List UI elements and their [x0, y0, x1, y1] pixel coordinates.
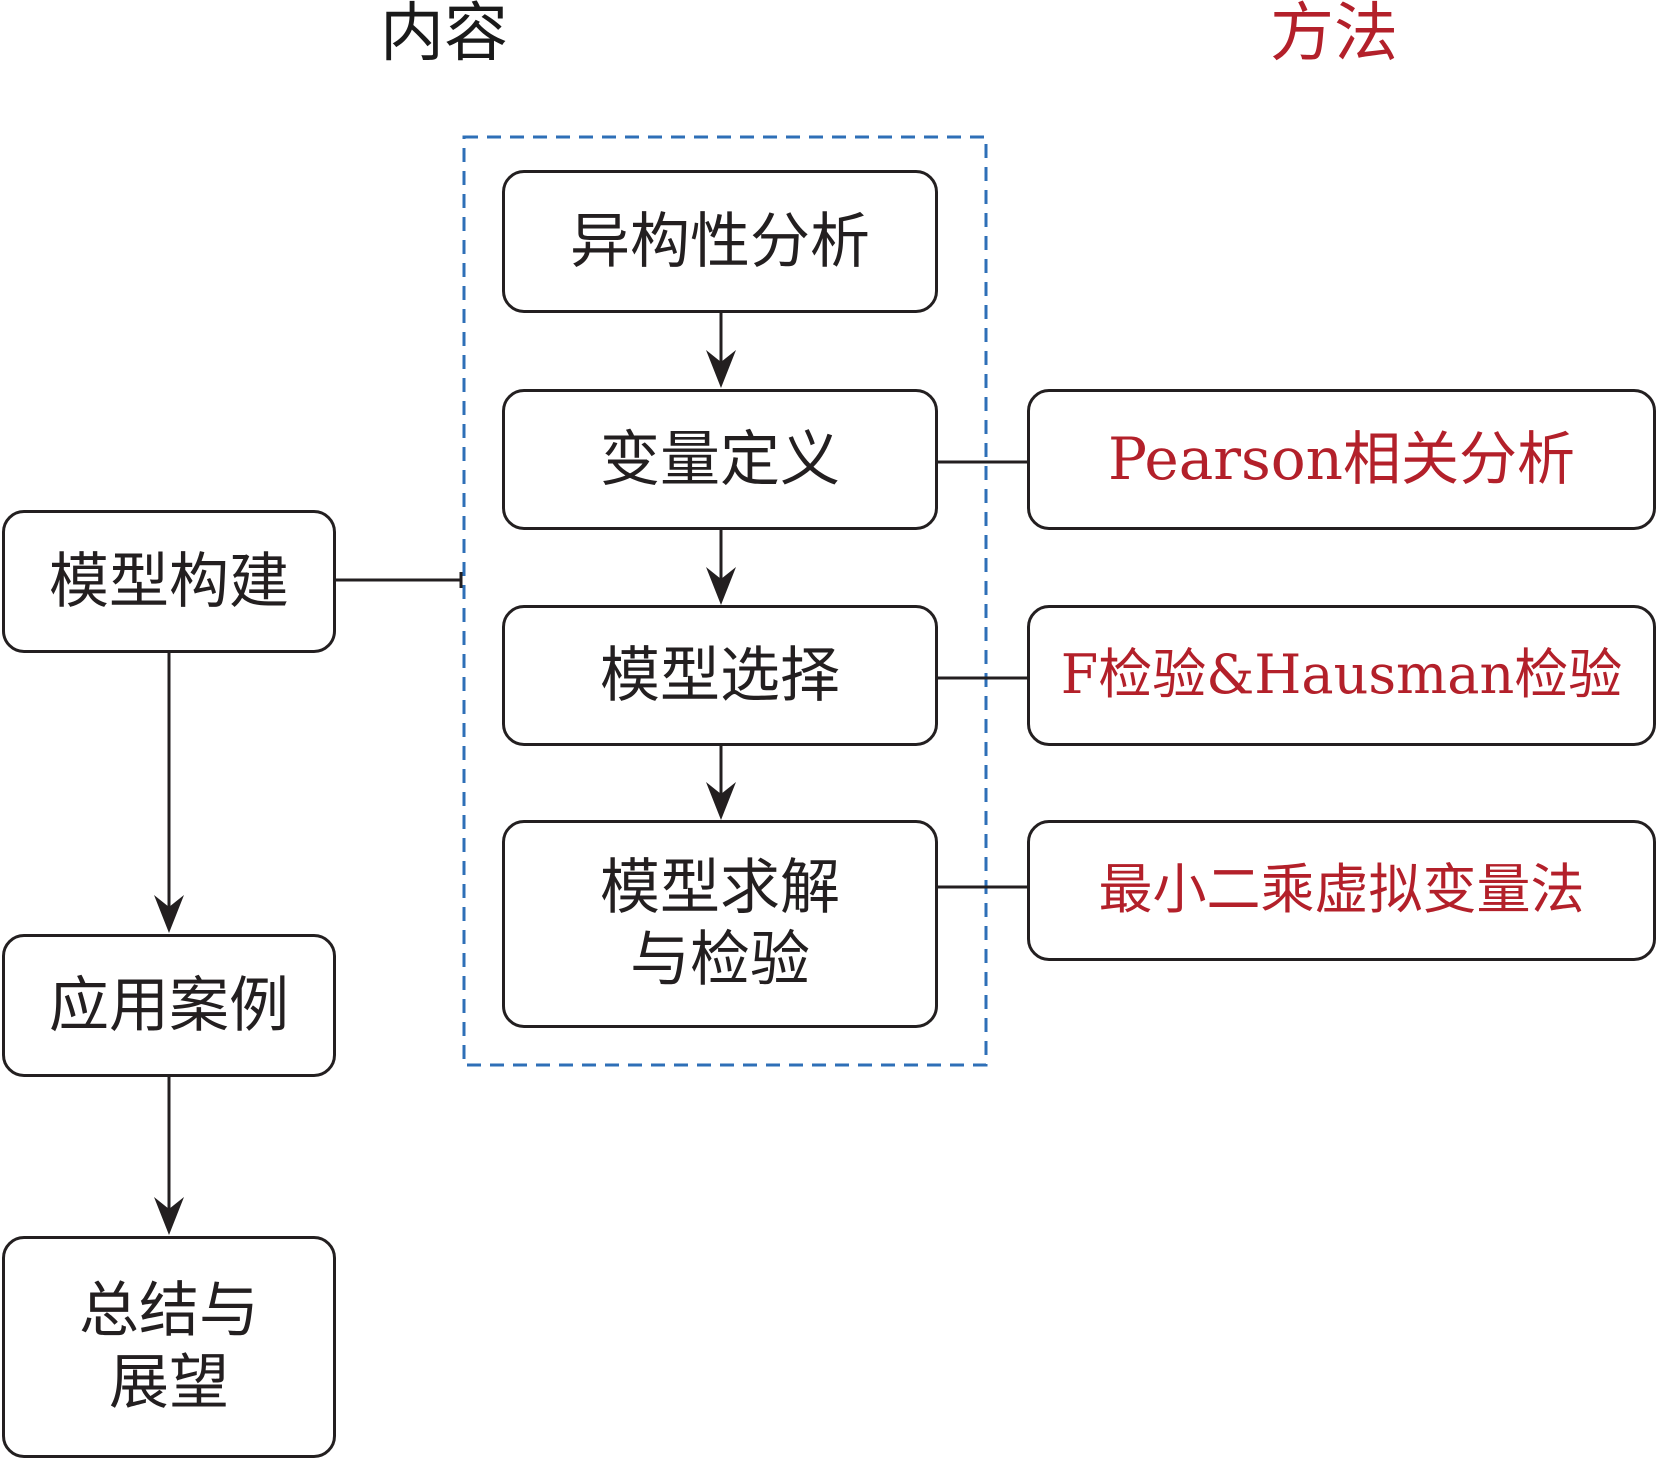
method-column-header: 方法 [1270, 0, 1398, 71]
model-selection-box: 模型选择 [502, 605, 938, 746]
ftest-hausman-method-box: F检验&Hausman检验 [1027, 605, 1656, 746]
model-building-label: 模型构建 [49, 546, 289, 617]
arrowhead-4 [154, 895, 184, 933]
variable-definition-label: 变量定义 [600, 424, 840, 495]
summary-label-line2: 展望 [109, 1348, 229, 1418]
application-case-box: 应用案例 [2, 934, 336, 1077]
pearson-method-box: Pearson相关分析 [1027, 389, 1656, 530]
ftest-hausman-method-label: F检验&Hausman检验 [1060, 643, 1623, 707]
lsdv-method-label: 最小二乘虚拟变量法 [1098, 858, 1585, 922]
summary-outlook-box: 总结与 展望 [2, 1236, 336, 1458]
content-column-header: 内容 [380, 0, 508, 71]
variable-definition-box: 变量定义 [502, 389, 938, 530]
heterogeneity-analysis-box: 异构性分析 [502, 170, 938, 313]
model-building-box: 模型构建 [2, 510, 336, 653]
heterogeneity-analysis-label: 异构性分析 [570, 206, 870, 277]
model-solving-label-line1: 模型求解 [600, 853, 840, 923]
application-case-label: 应用案例 [49, 970, 289, 1041]
pearson-method-label: Pearson相关分析 [1107, 424, 1576, 493]
arrowhead-5 [154, 1197, 184, 1235]
arrowhead-2 [706, 567, 736, 605]
model-solving-label-line2: 与检验 [630, 925, 810, 995]
arrowhead-3 [706, 782, 736, 820]
summary-label-line1: 总结与 [79, 1276, 259, 1346]
model-group-dashed-frame [462, 135, 988, 1067]
model-solving-box: 模型求解 与检验 [502, 820, 938, 1028]
arrowhead-1 [706, 350, 736, 388]
model-selection-label: 模型选择 [600, 640, 840, 711]
lsdv-method-box: 最小二乘虚拟变量法 [1027, 820, 1656, 961]
